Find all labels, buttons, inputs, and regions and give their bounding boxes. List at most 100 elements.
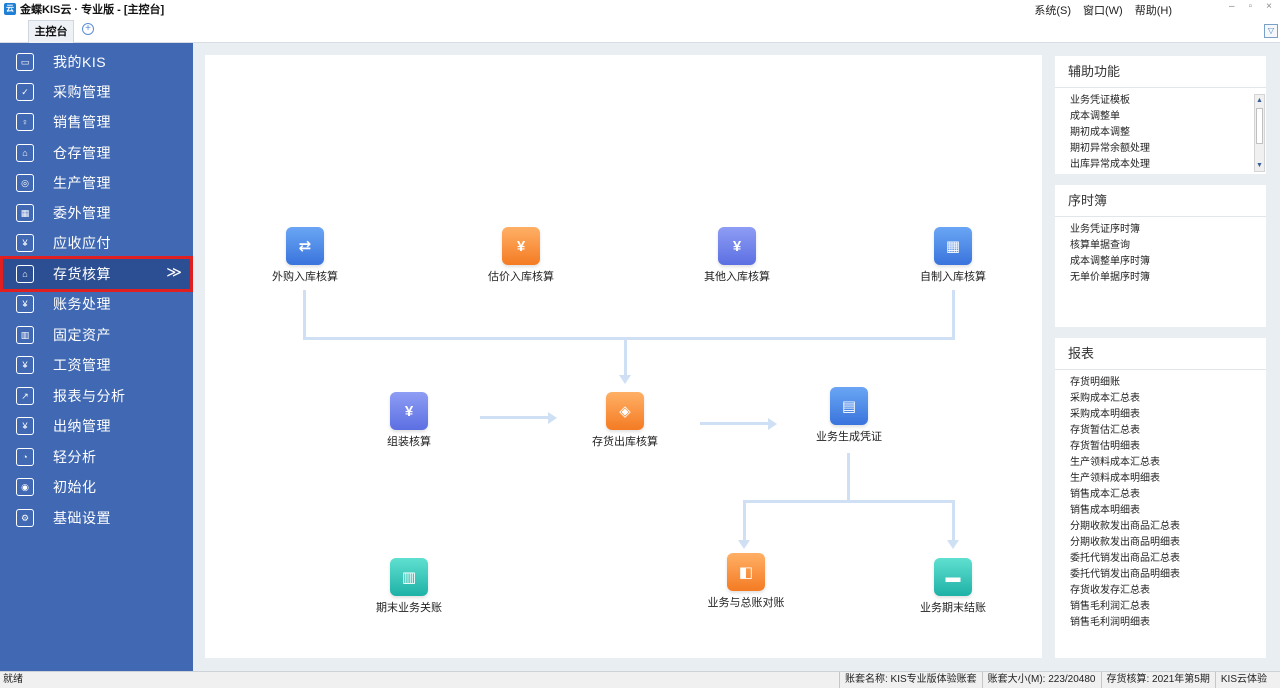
flow-node-label: 组装核算 xyxy=(387,436,431,448)
list-item[interactable]: 委托代销发出商品明细表 xyxy=(1070,569,1180,580)
panel-title: 辅助功能 xyxy=(1055,56,1266,88)
sidebar-item-label: 应收应付 xyxy=(53,235,111,251)
connector-line xyxy=(952,500,955,542)
list-item[interactable]: 采购成本明细表 xyxy=(1070,409,1140,420)
journal-panel: 序时簿 业务凭证序时簿 核算单据查询 成本调整单序时簿 无单价单据序时簿 xyxy=(1055,185,1266,327)
sidebar-item-label: 基础设置 xyxy=(53,510,111,526)
flow-node-purchase-in[interactable]: ⇄ 外购入库核算 xyxy=(255,227,355,284)
add-tab-icon[interactable]: + xyxy=(82,23,94,35)
sidebar-item-label: 我的KIS xyxy=(53,54,107,70)
list-item[interactable]: 分期收款发出商品明细表 xyxy=(1070,537,1180,548)
list-item[interactable]: 存货收发存汇总表 xyxy=(1070,585,1150,596)
status-edition: KIS云体验 xyxy=(1214,672,1272,688)
connector-line xyxy=(700,422,770,425)
menu-window[interactable]: 窗口(W) xyxy=(1083,5,1123,17)
tab-bar: 主控台 + ▽ xyxy=(0,18,1280,43)
list-item[interactable]: 期初异常余额处理 xyxy=(1070,143,1150,154)
sidebar-item-outsourcing[interactable]: ▦委外管理 xyxy=(0,198,193,228)
list-item[interactable]: 委托代销发出商品汇总表 xyxy=(1070,553,1180,564)
connector-line xyxy=(743,500,746,542)
status-ready: 就绪 xyxy=(3,674,23,685)
list-item[interactable]: 无单价单据序时簿 xyxy=(1070,272,1150,283)
boxes-icon: ◈ xyxy=(606,392,644,430)
list-item[interactable]: 成本调整单序时簿 xyxy=(1070,256,1150,267)
flow-node-selfmade-in[interactable]: ▦ 自制入库核算 xyxy=(903,227,1003,284)
scroll-thumb[interactable] xyxy=(1256,108,1263,144)
production-icon: ◎ xyxy=(16,174,34,192)
list-item[interactable]: 期初成本调整 xyxy=(1070,127,1130,138)
status-bar: 就绪 账套名称: KIS专业版体验账套 账套大小(M): 223/20480 存… xyxy=(0,671,1280,688)
flow-node-label: 业务与总账对账 xyxy=(707,597,785,609)
sidebar-item-settings[interactable]: ⚙基础设置 xyxy=(0,503,193,533)
list-item[interactable]: 核算单据查询 xyxy=(1070,240,1130,251)
scroll-up-icon[interactable]: ▲ xyxy=(1256,97,1263,104)
sidebar-item-salary[interactable]: ¥工资管理 xyxy=(0,350,193,380)
flow-node-gl-reconcile[interactable]: ◧ 业务与总账对账 xyxy=(696,553,796,610)
flow-node-label: 业务生成凭证 xyxy=(816,431,882,443)
tab-main-console[interactable]: 主控台 xyxy=(28,20,74,43)
flow-node-period-close[interactable]: ▥ 期末业务关账 xyxy=(359,558,459,615)
sidebar-item-init[interactable]: ◉ 初始化 xyxy=(0,472,193,502)
list-item[interactable]: 销售成本明细表 xyxy=(1070,505,1140,516)
list-item[interactable]: 采购成本汇总表 xyxy=(1070,393,1140,404)
status-account-name: 账套名称: KIS专业版体验账套 xyxy=(838,672,982,688)
chart-icon: ↗ xyxy=(16,387,34,405)
sidebar-item-reports[interactable]: ↗报表与分析 xyxy=(0,381,193,411)
list-item[interactable]: 存货暂估明细表 xyxy=(1070,441,1140,452)
menu-system[interactable]: 系统(S) xyxy=(1034,5,1071,17)
sidebar-item-inventory-calc[interactable]: ⌂存货核算≫ xyxy=(0,256,193,292)
aux-scrollbar[interactable]: ▲ ▼ xyxy=(1254,94,1265,172)
sidebar: ▭我的KIS ✓采购管理 ♀销售管理 ⌂仓存管理 ◎ 生产管理 ▦委外管理 ¥ 应收… xyxy=(0,43,193,671)
panel-title: 报表 xyxy=(1055,338,1266,370)
connector-line xyxy=(847,453,850,501)
sidebar-item-label: 生产管理 xyxy=(53,175,111,191)
list-item[interactable]: 销售毛利润明细表 xyxy=(1070,617,1150,628)
sidebar-item-label: 销售管理 xyxy=(53,114,111,130)
flow-node-period-end[interactable]: ▬ 业务期末结账 xyxy=(903,558,1003,615)
tab-dropdown-icon[interactable]: ▽ xyxy=(1264,24,1278,38)
list-item[interactable]: 生产领料成本明细表 xyxy=(1070,473,1160,484)
sidebar-item-warehouse[interactable]: ⌂仓存管理 xyxy=(0,138,193,168)
aux-functions-panel: 辅助功能 业务凭证模板 成本调整单 期初成本调整 期初异常余额处理 出库异常成本… xyxy=(1055,56,1266,174)
sidebar-item-cashier[interactable]: ¥出纳管理 xyxy=(0,411,193,441)
flow-node-voucher[interactable]: ▤ 业务生成凭证 xyxy=(799,387,899,444)
init-icon: ◉ xyxy=(16,478,34,496)
list-item[interactable]: 销售成本汇总表 xyxy=(1070,489,1140,500)
list-item[interactable]: 存货明细账 xyxy=(1070,377,1120,388)
flow-node-estimate-in[interactable]: ¥ 估价入库核算 xyxy=(471,227,571,284)
minimize-button[interactable]: – xyxy=(1229,1,1235,12)
list-item[interactable]: 成本调整单 xyxy=(1070,111,1120,122)
flow-node-stock-out[interactable]: ◈ 存货出库核算 xyxy=(575,392,675,449)
arrow-right-icon xyxy=(768,418,777,430)
sidebar-item-light-analysis[interactable]: ◔轻分析 xyxy=(0,442,193,472)
sidebar-item-sales[interactable]: ♀销售管理 xyxy=(0,107,193,137)
printer-icon: ▬ xyxy=(934,558,972,596)
flow-node-other-in[interactable]: ¥ 其他入库核算 xyxy=(687,227,787,284)
sidebar-item-my-kis[interactable]: ▭我的KIS xyxy=(0,47,193,77)
sidebar-item-ledger[interactable]: ¥账务处理 xyxy=(0,289,193,319)
sidebar-item-purchase[interactable]: ✓采购管理 xyxy=(0,77,193,107)
list-item[interactable]: 分期收款发出商品汇总表 xyxy=(1070,521,1180,532)
list-item[interactable]: 销售毛利润汇总表 xyxy=(1070,601,1150,612)
sidebar-item-receivable[interactable]: ¥ 应收应付 xyxy=(0,228,193,258)
close-button[interactable]: × xyxy=(1266,1,1272,12)
list-item[interactable]: 生产领料成本汇总表 xyxy=(1070,457,1160,468)
flow-node-assembly[interactable]: ¥ 组装核算 xyxy=(359,392,459,449)
sidebar-item-label: 出纳管理 xyxy=(53,418,111,434)
sidebar-item-production[interactable]: ◎ 生产管理 xyxy=(0,168,193,198)
receivable-icon: ¥ xyxy=(16,234,34,252)
restore-button[interactable]: ▫ xyxy=(1248,1,1253,12)
list-item[interactable]: 业务凭证模板 xyxy=(1070,95,1130,106)
scroll-down-icon[interactable]: ▼ xyxy=(1256,162,1263,169)
sidebar-item-label: 初始化 xyxy=(53,479,97,495)
list-item[interactable]: 业务凭证序时簿 xyxy=(1070,224,1140,235)
arrow-down-icon xyxy=(619,375,631,384)
sidebar-item-fixed-asset[interactable]: ▥固定资产 xyxy=(0,320,193,350)
menu-help[interactable]: 帮助(H) xyxy=(1134,5,1172,17)
list-item[interactable]: 存货暂估汇总表 xyxy=(1070,425,1140,436)
window-controls: – ▫ × xyxy=(1229,1,1272,12)
status-inventory-period: 存货核算: 2021年第5期 xyxy=(1100,672,1215,688)
connector-line xyxy=(303,337,955,340)
list-item[interactable]: 出库异常成本处理 xyxy=(1070,159,1150,170)
connector-line xyxy=(624,340,627,376)
